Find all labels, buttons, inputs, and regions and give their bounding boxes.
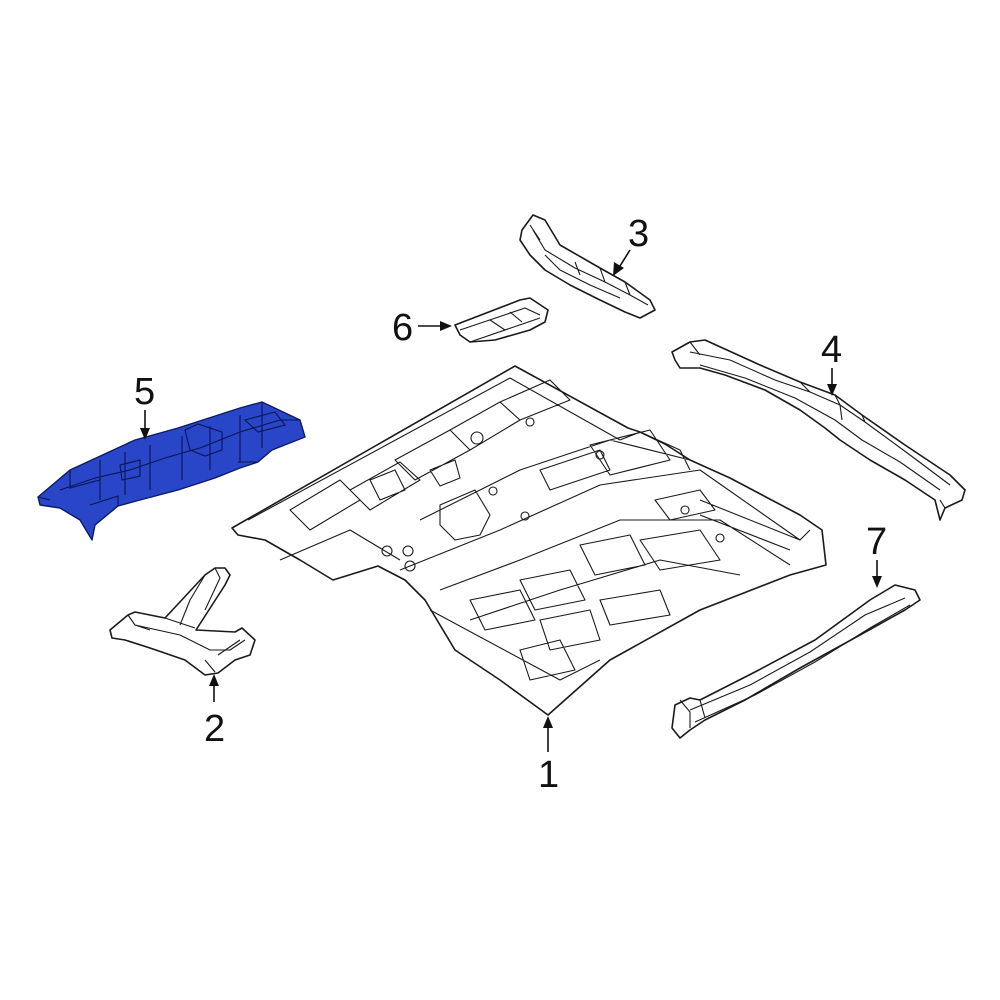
part-6-detail [459,307,541,343]
callout-label-3: 3 [628,213,649,255]
part-3-detail [529,224,649,306]
floor-pan-detail [247,377,811,681]
part-7-outline [671,584,921,739]
part-4-rear-crossmember[interactable] [671,339,966,521]
part-3-outline [519,214,656,319]
part-2-bracket[interactable] [109,567,256,676]
part-3-crossmember[interactable] [519,214,656,319]
callout-label-5: 5 [134,371,155,413]
callout-label-6: 6 [392,307,413,349]
part-5-highlighted[interactable] [37,401,306,541]
part-6-outline [454,297,549,343]
part-7-side-rail[interactable] [671,584,921,739]
part-1-floor-pan[interactable] [231,365,827,716]
part-5-body [37,401,306,541]
part-2-detail [127,567,246,673]
callout-label-7: 7 [866,521,887,563]
part-7-detail [679,597,911,728]
part-4-detail [689,341,951,509]
callout-label-4: 4 [821,329,842,371]
callout-label-1: 1 [538,754,559,796]
callout-label-2: 2 [204,708,225,750]
floor-pan-holes [381,417,725,572]
callout-arrows [140,249,882,752]
part-2-outline [109,567,256,676]
part-6-bracket[interactable] [454,297,549,343]
part-5-detail [37,402,300,506]
floor-pan-outline [231,365,827,716]
callout-labels: 1 2 3 4 5 6 7 [134,213,887,796]
